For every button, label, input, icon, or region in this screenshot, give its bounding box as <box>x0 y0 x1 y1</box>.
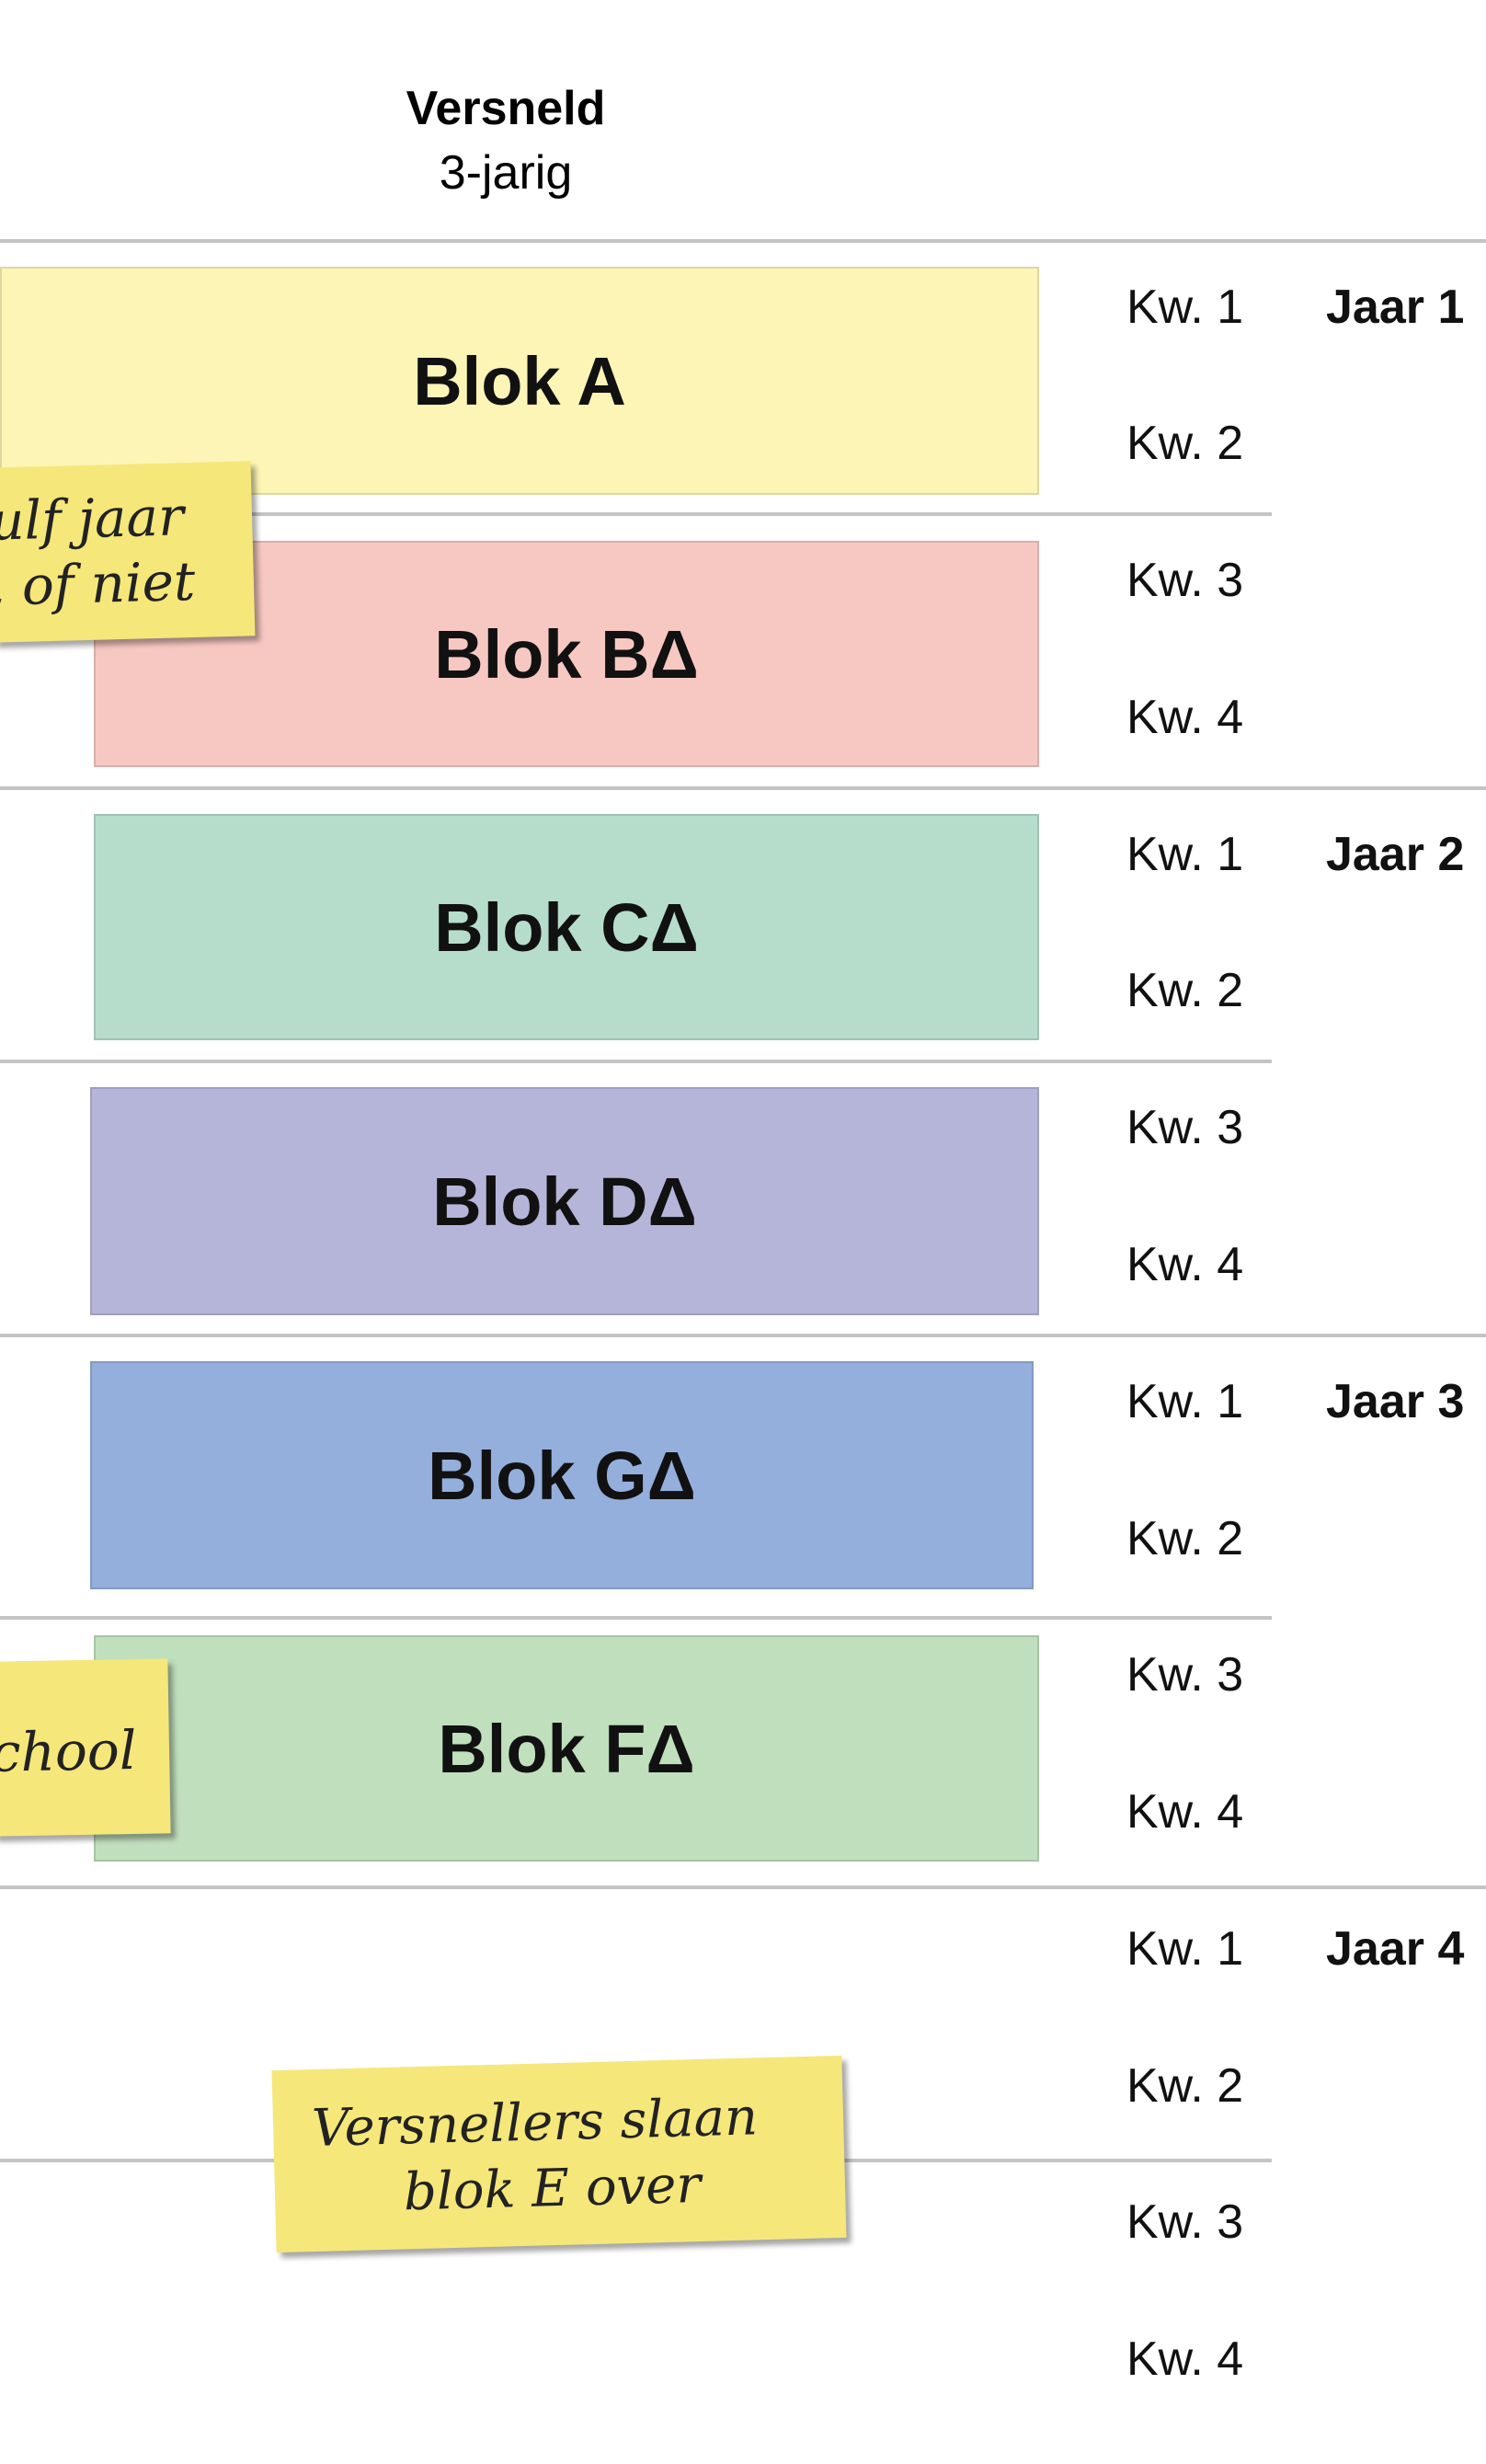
quarter-label: Kw. 1 <box>1126 1375 1244 1428</box>
divider-line <box>0 1334 1486 1337</box>
divider-line <box>0 512 1272 516</box>
block-a: Blok A <box>0 267 1039 495</box>
sticky-note-line: , of niet <box>0 549 196 618</box>
sticky-note-line: chool <box>0 1718 137 1784</box>
divider-line <box>0 239 1486 243</box>
block-c: Blok CΔ <box>94 814 1039 1040</box>
quarter-label: Kw. 3 <box>1126 1101 1244 1154</box>
year-label: Jaar 1 <box>1326 281 1465 334</box>
quarter-label: Kw. 4 <box>1126 691 1244 744</box>
quarter-label: Kw. 1 <box>1126 828 1244 881</box>
quarter-label: Kw. 4 <box>1126 1785 1244 1839</box>
sticky-note: ulf jaar , of niet <box>0 461 256 643</box>
quarter-label: Kw. 2 <box>1126 964 1244 1017</box>
quarter-label: Kw. 1 <box>1126 1922 1244 1976</box>
sticky-note-line: Versnellers slaan <box>311 2087 759 2160</box>
divider-line <box>0 1616 1272 1620</box>
sticky-note: Versnellers slaan blok E over <box>271 2055 847 2253</box>
block-g: Blok GΔ <box>90 1361 1034 1589</box>
quarter-label: Kw. 2 <box>1126 2059 1244 2113</box>
quarter-label: Kw. 1 <box>1126 281 1244 334</box>
quarter-label: Kw. 2 <box>1126 1512 1244 1565</box>
column-subtitle: 3-jarig <box>439 146 573 200</box>
year-label: Jaar 3 <box>1326 1375 1465 1428</box>
quarter-label: Kw. 4 <box>1126 2332 1244 2386</box>
year-label: Jaar 4 <box>1326 1922 1465 1976</box>
sticky-note: chool <box>0 1658 171 1837</box>
quarter-label: Kw. 4 <box>1126 1238 1244 1291</box>
column-title: Versneld <box>406 82 606 135</box>
block-f: Blok FΔ <box>94 1635 1039 1862</box>
sticky-note-line: ulf jaar <box>0 485 185 553</box>
divider-line <box>0 1885 1486 1889</box>
divider-line <box>0 786 1486 790</box>
year-label: Jaar 2 <box>1326 828 1465 881</box>
quarter-label: Kw. 3 <box>1126 2195 1244 2249</box>
block-d: Blok DΔ <box>90 1087 1039 1315</box>
quarter-label: Kw. 2 <box>1126 417 1244 470</box>
quarter-label: Kw. 3 <box>1126 1648 1244 1702</box>
sticky-note-line: blok E over <box>403 2154 702 2223</box>
divider-line <box>0 1060 1272 1063</box>
quarter-label: Kw. 3 <box>1126 554 1244 607</box>
